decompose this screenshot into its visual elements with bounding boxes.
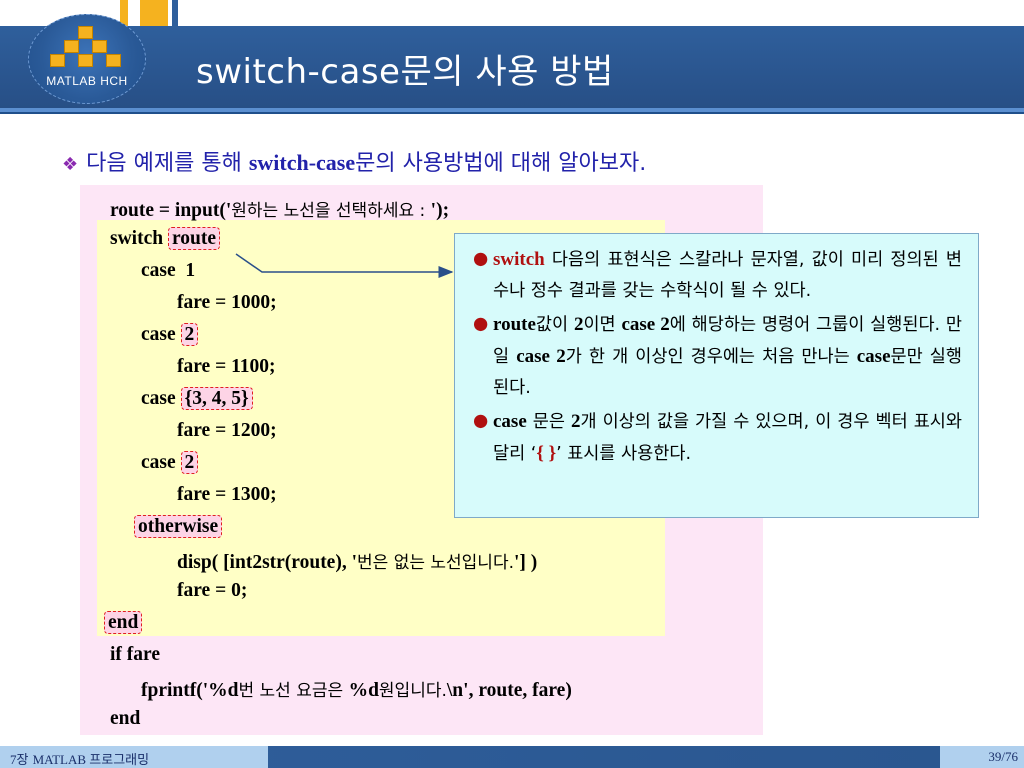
page-title: switch-case문의 사용 방법 bbox=[196, 52, 614, 92]
chapter-label: 장 bbox=[16, 753, 33, 768]
logo: MATLAB HCH bbox=[12, 12, 162, 108]
note-item-case: ●case 문은 2개 이상의 값을 가질 수 있으며, 이 경우 벡터 표시와… bbox=[473, 406, 962, 470]
note-text: 이면 bbox=[583, 315, 622, 335]
note-text-en: case bbox=[856, 346, 891, 367]
case-value: 2 bbox=[180, 323, 199, 346]
note-text: 개 이상의 값을 가질 수 있으며, 이 경우 벡터 표시와 달리 ‘ bbox=[493, 412, 962, 464]
intro-suffix: 문의 사용방법에 대해 알아보자. bbox=[355, 151, 647, 176]
code-text-ko: 원하는 노선을 선택하세요 : bbox=[231, 201, 431, 221]
strip-accent-blue bbox=[172, 0, 178, 26]
note-text: 문은 bbox=[526, 412, 571, 432]
code-line-9: case 2 bbox=[141, 451, 199, 474]
chapter-title-ko: 프로그래밍 bbox=[89, 753, 150, 768]
note-text-en: case bbox=[493, 411, 527, 432]
code-line-10: fare = 1300; bbox=[177, 484, 277, 505]
bullet-dot-icon: ● bbox=[473, 249, 489, 269]
header-divider bbox=[0, 108, 1024, 112]
code-line-2: switch route bbox=[110, 227, 221, 250]
code-text: '); bbox=[430, 200, 450, 221]
note-text-en: route bbox=[493, 314, 536, 335]
code-line-5: case 2 bbox=[141, 323, 199, 346]
logo-square bbox=[50, 54, 65, 67]
note-text: 다음의 표현식은 스칼라나 문자열, 값이 미리 정의된 변수나 정수 결과를 … bbox=[493, 250, 962, 301]
intro-keyword: switch-case bbox=[248, 150, 356, 175]
code-line-7: case {3, 4, 5} bbox=[141, 387, 253, 410]
code-line-8: fare = 1200; bbox=[177, 420, 277, 441]
otherwise-keyword: otherwise bbox=[134, 515, 223, 538]
case-keyword: case bbox=[141, 324, 176, 345]
logo-square bbox=[106, 54, 121, 67]
note-item-switch: ●switch 다음의 표현식은 스칼라나 문자열, 값이 미리 정의된 변수나… bbox=[473, 244, 962, 307]
case-keyword: case bbox=[141, 260, 176, 281]
code-line-12: disp( [int2str(route), '번은 없는 노선입니다.'] ) bbox=[177, 548, 537, 574]
case-keyword: case bbox=[141, 452, 176, 473]
code-text-ko: 원입니다. bbox=[378, 681, 447, 701]
note-keyword: switch bbox=[493, 249, 545, 270]
code-text: route = input(' bbox=[110, 200, 232, 221]
header-band bbox=[0, 26, 1024, 108]
switch-expression: route bbox=[167, 227, 221, 250]
explanation-box: ●switch 다음의 표현식은 스칼라나 문자열, 값이 미리 정의된 변수나… bbox=[454, 233, 979, 518]
code-line-17: end bbox=[110, 708, 141, 729]
note-text: 값이 bbox=[535, 315, 574, 335]
top-strip bbox=[0, 0, 1024, 26]
code-text: %d bbox=[348, 680, 379, 701]
intro-prefix: 다음 예제를 통해 bbox=[86, 151, 249, 176]
logo-square bbox=[92, 40, 107, 53]
chapter-number: 7 bbox=[10, 752, 17, 767]
code-text: fprintf('%d bbox=[141, 680, 239, 701]
code-text-ko: 번은 없는 노선입니다. bbox=[357, 553, 514, 573]
end-keyword: end bbox=[104, 611, 143, 634]
note-text-en: 2 bbox=[570, 411, 581, 432]
chapter-title-en: MATLAB bbox=[32, 752, 90, 767]
code-line-11: otherwise bbox=[134, 515, 223, 538]
note-item-route: ●route값이 2이면 case 2에 해당하는 명령어 그룹이 실행된다. … bbox=[473, 309, 962, 404]
note-text: 가 한 개 이상인 경우에는 처음 만나는 bbox=[565, 347, 857, 367]
code-text-ko: 번 노선 요금은 bbox=[238, 681, 349, 701]
footer-chapter: 7장 MATLAB 프로그래밍 bbox=[0, 746, 268, 768]
bullet-dot-icon: ● bbox=[473, 411, 489, 431]
bullet-dot-icon: ● bbox=[473, 314, 489, 334]
code-line-6: fare = 1100; bbox=[177, 356, 276, 377]
page-number: 39/76 bbox=[940, 746, 1024, 768]
code-text: '] ) bbox=[514, 552, 538, 573]
code-line-4: fare = 1000; bbox=[177, 292, 277, 313]
logo-text: MATLAB HCH bbox=[46, 74, 128, 88]
intro-bullet: ❖ 다음 예제를 통해 switch-case문의 사용방법에 대해 알아보자. bbox=[62, 145, 646, 177]
note-text: ’ 표시를 사용한다. bbox=[556, 444, 692, 464]
note-text: 에 해당하는 명령어 그룹이 실행된다. 만일 bbox=[493, 315, 963, 367]
strip-accent-orange bbox=[140, 0, 168, 26]
code-line-3: case 1 bbox=[141, 260, 195, 282]
logo-square bbox=[78, 26, 93, 39]
code-line-1: route = input('원하는 노선을 선택하세요 : '); bbox=[110, 196, 449, 222]
note-text-en: case 2 bbox=[516, 346, 566, 367]
case-value: 1 bbox=[185, 260, 196, 281]
code-text: disp( [int2str(route), ' bbox=[177, 552, 358, 573]
code-line-14: end bbox=[104, 611, 143, 634]
code-line-15: if fare bbox=[110, 644, 160, 665]
diamond-bullet-icon: ❖ bbox=[62, 154, 79, 175]
switch-keyword: switch bbox=[110, 228, 164, 249]
case-value: {3, 4, 5} bbox=[180, 387, 253, 410]
logo-square bbox=[64, 40, 79, 53]
code-line-13: fare = 0; bbox=[177, 580, 248, 601]
note-text: 문만 실행된다. bbox=[493, 347, 962, 398]
brace-symbol: { } bbox=[536, 443, 557, 464]
header-divider-dark bbox=[0, 112, 1024, 114]
note-text-en: case 2 bbox=[621, 314, 670, 335]
code-line-16: fprintf('%d번 노선 요금은 %d원입니다.\n', route, f… bbox=[141, 676, 572, 702]
case-value: 2 bbox=[180, 451, 199, 474]
case-keyword: case bbox=[141, 388, 176, 409]
note-text-en: 2 bbox=[573, 314, 584, 335]
code-text: \n', route, fare) bbox=[446, 680, 572, 701]
strip-accent-yellow bbox=[120, 0, 128, 26]
logo-square bbox=[78, 54, 93, 67]
